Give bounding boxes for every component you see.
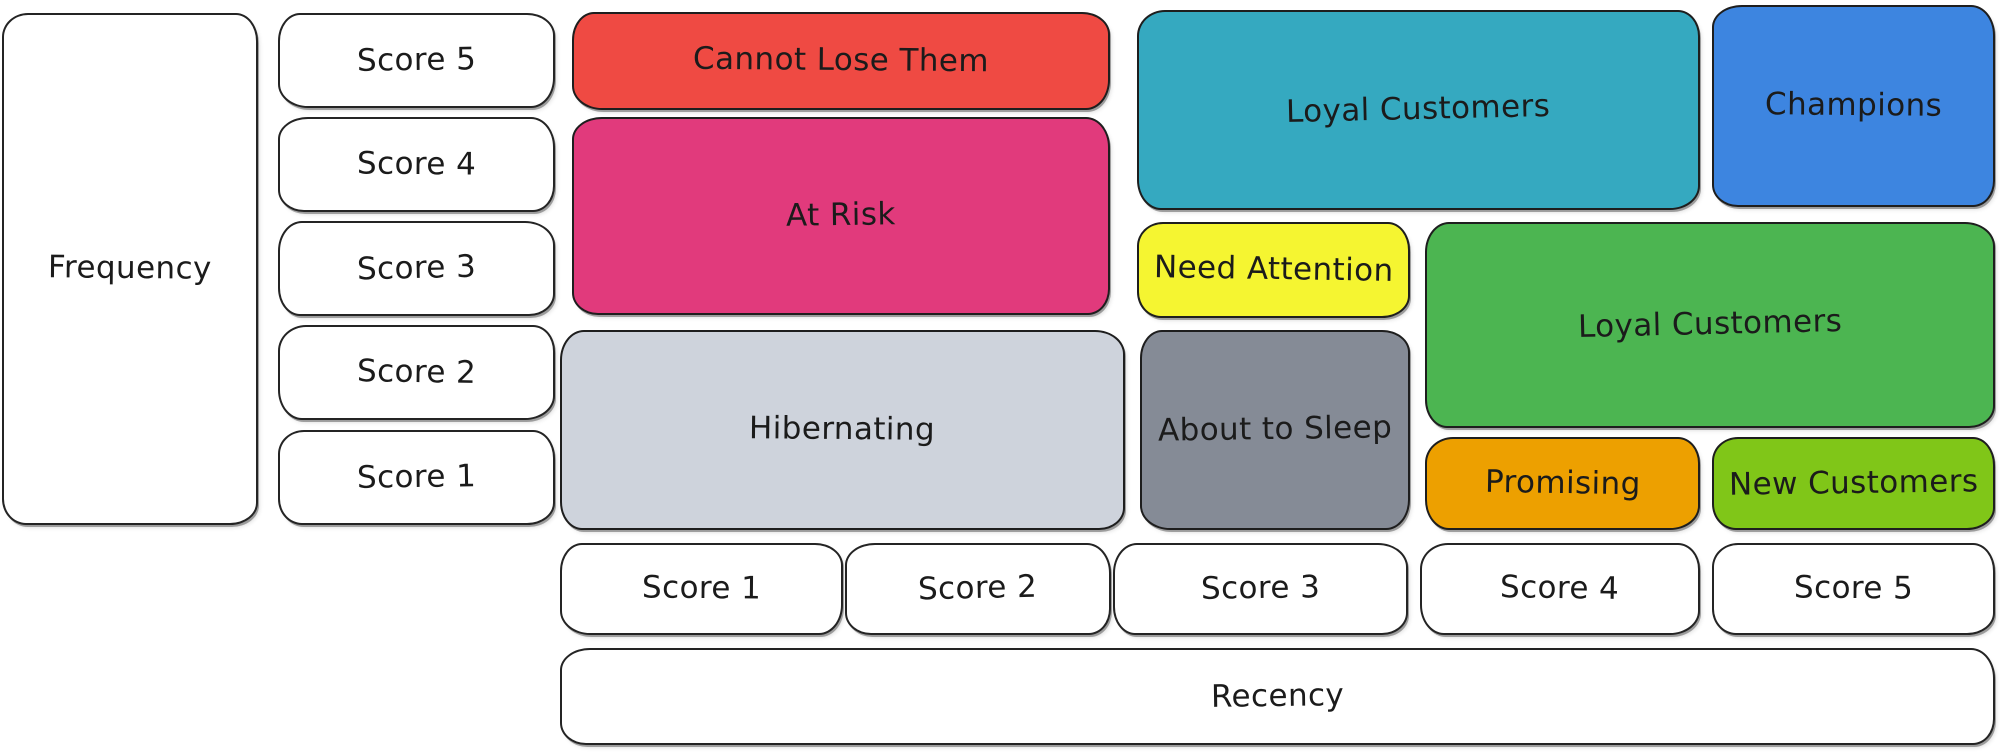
segment-cannot-lose-them[interactable]: Cannot Lose Them bbox=[572, 12, 1110, 110]
recency-score-1-box[interactable]: Score 1 bbox=[560, 543, 843, 635]
recency-score-3-box[interactable]: Score 3 bbox=[1113, 543, 1408, 635]
segment-promising-label: Promising bbox=[1484, 463, 1641, 502]
segment-cannot-lose-them-label: Cannot Lose Them bbox=[692, 40, 990, 80]
segment-loyal-customers-teal[interactable]: Loyal Customers bbox=[1137, 10, 1700, 210]
segment-about-to-sleep-label: About to Sleep bbox=[1157, 409, 1393, 449]
recency-score-5-label: Score 5 bbox=[1793, 569, 1914, 607]
segment-hibernating-label: Hibernating bbox=[749, 410, 936, 448]
recency-score-4-box[interactable]: Score 4 bbox=[1420, 543, 1700, 635]
frequency-score-3-box[interactable]: Score 3 bbox=[278, 221, 555, 316]
segment-hibernating[interactable]: Hibernating bbox=[560, 330, 1125, 530]
frequency-score-5-label: Score 5 bbox=[356, 40, 477, 79]
frequency-score-4-label: Score 4 bbox=[356, 145, 477, 183]
segment-about-to-sleep[interactable]: About to Sleep bbox=[1140, 330, 1410, 530]
segment-champions[interactable]: Champions bbox=[1712, 5, 1995, 207]
recency-axis-label: Recency bbox=[1210, 676, 1345, 715]
segment-at-risk-label: At Risk bbox=[785, 196, 897, 234]
recency-axis-label-box: Recency bbox=[560, 648, 1995, 745]
recency-score-2-label: Score 2 bbox=[917, 568, 1038, 608]
recency-score-4-label: Score 4 bbox=[1500, 569, 1620, 608]
frequency-score-1-box[interactable]: Score 1 bbox=[278, 430, 555, 525]
segment-need-attention[interactable]: Need Attention bbox=[1137, 222, 1410, 318]
frequency-score-2-box[interactable]: Score 2 bbox=[278, 325, 555, 420]
segment-loyal-customers-teal-label: Loyal Customers bbox=[1285, 88, 1551, 131]
recency-score-3-label: Score 3 bbox=[1200, 569, 1321, 608]
segment-new-customers-label: New Customers bbox=[1728, 462, 1979, 503]
segment-champions-label: Champions bbox=[1764, 86, 1943, 124]
recency-score-5-box[interactable]: Score 5 bbox=[1712, 543, 1995, 635]
frequency-axis-label-box: Frequency bbox=[2, 13, 258, 525]
segment-at-risk[interactable]: At Risk bbox=[572, 117, 1110, 315]
segment-promising[interactable]: Promising bbox=[1425, 437, 1700, 530]
recency-score-2-box[interactable]: Score 2 bbox=[845, 543, 1111, 635]
frequency-score-5-box[interactable]: Score 5 bbox=[278, 13, 555, 108]
frequency-score-1-label: Score 1 bbox=[356, 457, 477, 496]
frequency-score-2-label: Score 2 bbox=[356, 352, 477, 391]
segment-loyal-customers-green[interactable]: Loyal Customers bbox=[1425, 222, 1995, 428]
frequency-score-4-box[interactable]: Score 4 bbox=[278, 117, 555, 212]
segment-need-attention-label: Need Attention bbox=[1153, 249, 1394, 290]
recency-score-1-label: Score 1 bbox=[641, 569, 762, 607]
frequency-score-3-label: Score 3 bbox=[356, 248, 477, 288]
segment-new-customers[interactable]: New Customers bbox=[1712, 437, 1995, 530]
frequency-axis-label: Frequency bbox=[47, 249, 213, 287]
segment-loyal-customers-green-label: Loyal Customers bbox=[1577, 303, 1843, 346]
